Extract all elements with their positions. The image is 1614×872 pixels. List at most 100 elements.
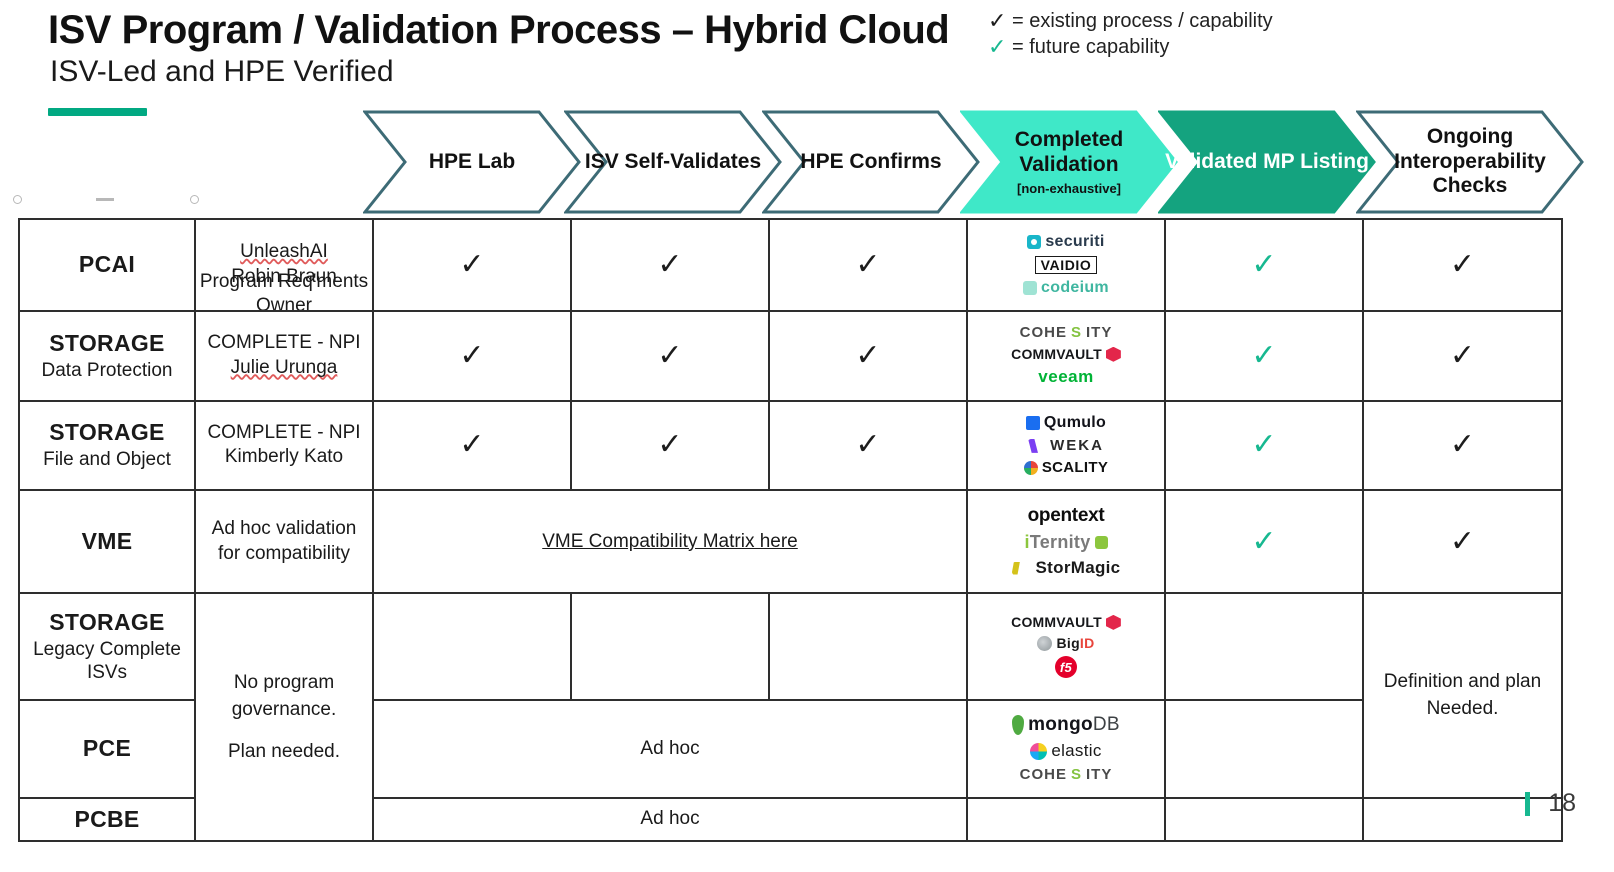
weka-icon: [1028, 438, 1038, 453]
vme-compatibility-matrix-link[interactable]: VME Compatibility Matrix here: [542, 530, 798, 552]
segment-subtitle: Legacy Complete ISVs: [33, 638, 181, 683]
cell-owner: Ad hoc validation for compatibility: [194, 488, 374, 595]
logo-text: StorMagic: [1035, 558, 1121, 578]
check-icon: ✓: [1449, 427, 1476, 463]
logo-group: Qumulo WEKA SCALITY: [972, 414, 1160, 476]
chevron-completed-validation[interactable]: Completed Validation [non-exhaustive]: [960, 110, 1178, 214]
chevron-label: Completed Validation [non-exhaustive]: [960, 128, 1178, 196]
table-row: PCBE Ad hoc: [18, 796, 1563, 843]
cell-ongoing-merged-note: Definition and plan Needed.: [1362, 592, 1563, 799]
cell-ongoing: ✓: [1362, 488, 1563, 595]
cell-mp-listing: [1164, 698, 1364, 799]
chevron-label: Ongoing Interoperability Checks: [1394, 124, 1546, 198]
slide-number: 18: [1525, 789, 1576, 818]
cell-hpe-lab: ✓: [372, 399, 572, 491]
slide-number-value: 18: [1548, 789, 1576, 817]
cell-mp-listing: ✓: [1164, 488, 1364, 595]
owner-note-line3: Plan needed.: [228, 740, 340, 762]
cell-isv-self: ✓: [570, 399, 770, 491]
check-icon: ✓: [1251, 337, 1277, 373]
segment-title: STORAGE: [49, 329, 165, 356]
check-icon: ✓: [855, 427, 881, 463]
check-icon: ✓: [459, 246, 485, 282]
chevron-shape: [960, 110, 1178, 214]
chevron-hpe-lab[interactable]: HPE Lab: [363, 110, 581, 214]
cell-hpe-confirms: ✓: [768, 218, 968, 312]
chevron-shape: [564, 110, 782, 214]
chevron-validated-mp-listing[interactable]: Validated MP Listing: [1158, 110, 1376, 214]
cell-segment: STORAGE Legacy Complete ISVs: [18, 592, 196, 701]
cell-mp-listing: ✓: [1164, 218, 1364, 312]
check-icon: ✓: [1251, 246, 1277, 282]
logo-securiti: securiti: [1027, 233, 1104, 251]
securiti-icon: [1027, 234, 1042, 249]
logo-group: opentext iTernity StorMagic: [972, 505, 1160, 578]
cell-completed-validation: Qumulo WEKA SCALITY: [966, 399, 1166, 491]
chevron-isv-self-validates[interactable]: ISV Self-Validates: [564, 110, 782, 214]
cell-hpe-confirms: [768, 592, 968, 701]
check-icon: ✓: [855, 337, 881, 373]
owner-program: UnleashAI: [240, 241, 328, 263]
cell-mp-listing: [1164, 796, 1364, 843]
cell-segment: STORAGE Data Protection: [18, 309, 196, 402]
codeium-icon: [1023, 280, 1038, 295]
cell-hpe-lab: ✓: [372, 309, 572, 402]
stormagic-icon: [1011, 561, 1020, 575]
selection-handle-right[interactable]: [190, 195, 199, 204]
table-row: STORAGE Data Protection COMPLETE - NPI J…: [18, 309, 1563, 402]
owner-person: Robin Braun: [231, 265, 337, 287]
elastic-icon: [1030, 742, 1048, 760]
legend-row-existing: ✓ = existing process / capability: [988, 8, 1273, 34]
chevron-hpe-confirms[interactable]: HPE Confirms: [762, 110, 980, 214]
cell-vme-compatibility-matrix[interactable]: VME Compatibility Matrix here: [372, 488, 968, 595]
table-row: STORAGE File and Object COMPLETE - NPI K…: [18, 399, 1563, 491]
cell-segment: STORAGE File and Object: [18, 399, 196, 491]
check-icon: ✓: [657, 427, 683, 463]
cell-owner: COMPLETE - NPI Julie Urunga: [194, 309, 374, 402]
logo-mongodb: mongoDB: [1012, 714, 1120, 736]
chevron-label: HPE Confirms: [800, 149, 942, 173]
check-icon: ✓: [1449, 337, 1476, 373]
cell-ongoing: ✓: [1362, 399, 1563, 491]
adhoc-label: Ad hoc: [640, 808, 700, 830]
logo-text: mongoDB: [1028, 714, 1120, 736]
chevron-shape: [1158, 110, 1376, 214]
slide-number-accent: [1525, 791, 1531, 816]
logo-text: elastic: [1051, 741, 1102, 761]
chevron-ongoing-interoperability-checks[interactable]: Ongoing Interoperability Checks: [1356, 110, 1584, 214]
brand-accent-bar: [48, 108, 147, 116]
cell-owner: UnleashAI Robin Braun: [194, 218, 374, 312]
selection-handle-left[interactable]: [13, 195, 22, 204]
logo-text: codeium: [1041, 278, 1109, 296]
owner-note-line1: No program: [233, 671, 335, 693]
check-icon: ✓: [657, 337, 683, 373]
legend-existing-label: = existing process / capability: [1012, 9, 1273, 32]
check-existing-icon: ✓: [988, 8, 1007, 33]
logo-text: opentext: [1027, 505, 1105, 527]
logo-group: COMMVAULT BigID f5: [972, 614, 1160, 679]
iternity-icon: [1094, 536, 1108, 550]
cell-isv-self: ✓: [570, 309, 770, 402]
cell-hpe-confirms: ✓: [768, 399, 968, 491]
owner-block: Ad hoc validation for compatibility: [200, 517, 368, 566]
chevron-label-text: Completed Validation: [1014, 128, 1124, 176]
owner-program: COMPLETE - NPI: [207, 332, 361, 354]
chevron-shape: [1356, 110, 1584, 214]
cell-hpe-confirms: ✓: [768, 309, 968, 402]
cell-segment: PCAI: [18, 218, 196, 312]
selection-handle-bottom[interactable]: [96, 198, 114, 201]
check-icon: ✓: [1449, 246, 1476, 282]
logo-text: SCALITY: [1041, 459, 1109, 477]
cell-hpe-lab: ✓: [372, 218, 572, 312]
scality-icon: [1023, 460, 1038, 475]
cell-owner-merged-note: No program governance. Plan needed.: [194, 592, 374, 842]
legend-future-label: = future capability: [1012, 35, 1170, 58]
logo-text: COMMVAULT: [1011, 346, 1102, 363]
spacer: [200, 724, 368, 738]
logo-qumulo: Qumulo: [1025, 414, 1106, 432]
legend-row-future: ✓ = future capability: [988, 34, 1273, 60]
owner-block: COMPLETE - NPI Kimberly Kato: [200, 421, 368, 470]
